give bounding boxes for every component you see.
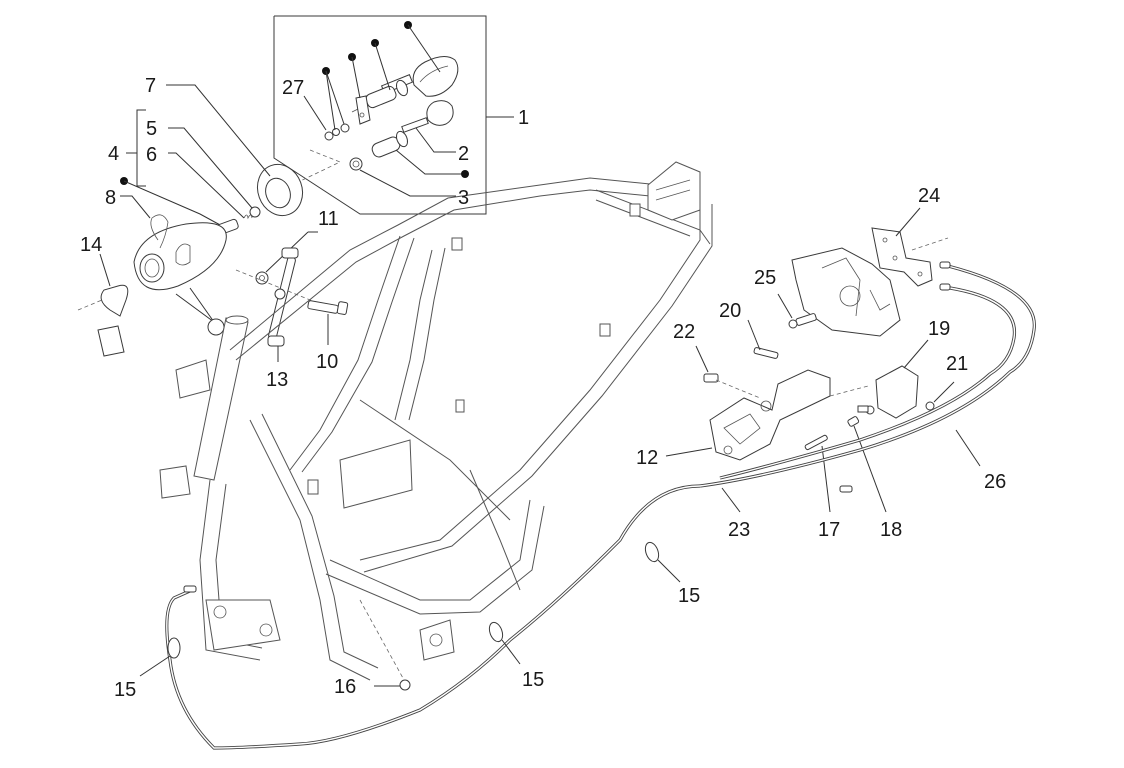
label-20: 20 bbox=[719, 300, 741, 322]
label-15-left: 15 bbox=[114, 679, 136, 701]
spring-icon bbox=[243, 214, 253, 220]
cable-tie-icon bbox=[167, 637, 181, 659]
seat-lock-actuator-icon bbox=[857, 365, 919, 419]
label-3: 3 bbox=[458, 187, 469, 209]
seat-lock-housing-icon bbox=[791, 247, 901, 337]
cable-tie-icon bbox=[644, 541, 660, 563]
steering-lock-body-icon bbox=[133, 222, 227, 323]
label-17: 17 bbox=[818, 519, 840, 541]
lever-icon bbox=[267, 247, 299, 347]
label-19: 19 bbox=[928, 318, 950, 340]
seat-latch-icon bbox=[709, 369, 831, 461]
bolt-icon bbox=[307, 300, 349, 315]
lock-flange-icon bbox=[256, 163, 304, 217]
label-13: 13 bbox=[266, 369, 288, 391]
seat-cable-23 bbox=[165, 484, 701, 750]
washers-icon bbox=[324, 123, 350, 141]
kit-markers bbox=[120, 21, 469, 227]
cap-icon bbox=[207, 318, 225, 336]
label-23: 23 bbox=[728, 519, 750, 541]
scooter-frame bbox=[159, 161, 713, 681]
lock-kit-box bbox=[273, 15, 514, 215]
seat-hinge-plate-icon bbox=[871, 227, 933, 287]
label-21: 21 bbox=[946, 353, 968, 375]
spring-pin-icon bbox=[804, 434, 828, 451]
screw-icon bbox=[703, 373, 719, 383]
key-icon bbox=[401, 100, 454, 133]
label-12: 12 bbox=[636, 447, 658, 469]
label-27: 27 bbox=[282, 77, 304, 99]
connector-icon bbox=[847, 416, 860, 427]
label-11: 11 bbox=[318, 208, 339, 230]
seat-cable-26 bbox=[699, 261, 1036, 493]
label-15-right: 15 bbox=[678, 585, 700, 607]
ring-icon bbox=[349, 157, 363, 171]
screw-icon bbox=[753, 347, 779, 359]
lock-plate-icon bbox=[355, 95, 371, 125]
nut-icon bbox=[925, 401, 935, 411]
label-10: 10 bbox=[316, 351, 338, 373]
label-25: 25 bbox=[754, 267, 776, 289]
label-15-middle: 15 bbox=[522, 669, 544, 691]
cable-tie-icon bbox=[488, 621, 504, 643]
label-5: 5 bbox=[146, 118, 157, 140]
label-6: 6 bbox=[146, 144, 157, 166]
label-18: 18 bbox=[880, 519, 902, 541]
clip-icon bbox=[150, 214, 169, 249]
label-1: 1 bbox=[518, 107, 529, 129]
label-8: 8 bbox=[105, 187, 116, 209]
washer-icon bbox=[249, 206, 261, 218]
spacer-icon bbox=[255, 271, 269, 285]
label-2: 2 bbox=[458, 143, 469, 165]
label-24: 24 bbox=[918, 185, 940, 207]
label-14: 14 bbox=[80, 234, 102, 256]
label-4: 4 bbox=[108, 143, 119, 165]
lock-bracket-icon bbox=[77, 284, 129, 357]
screw-icon bbox=[795, 313, 817, 326]
lock-cylinder-lower-icon bbox=[371, 130, 409, 158]
label-16: 16 bbox=[334, 676, 356, 698]
cable-clip-icon bbox=[399, 679, 411, 691]
label-22: 22 bbox=[673, 321, 695, 343]
part-labels: 1 2 3 4 5 6 7 8 10 11 12 13 14 15 15 15 … bbox=[80, 75, 1006, 701]
label-26: 26 bbox=[984, 471, 1006, 493]
label-7: 7 bbox=[145, 75, 156, 97]
